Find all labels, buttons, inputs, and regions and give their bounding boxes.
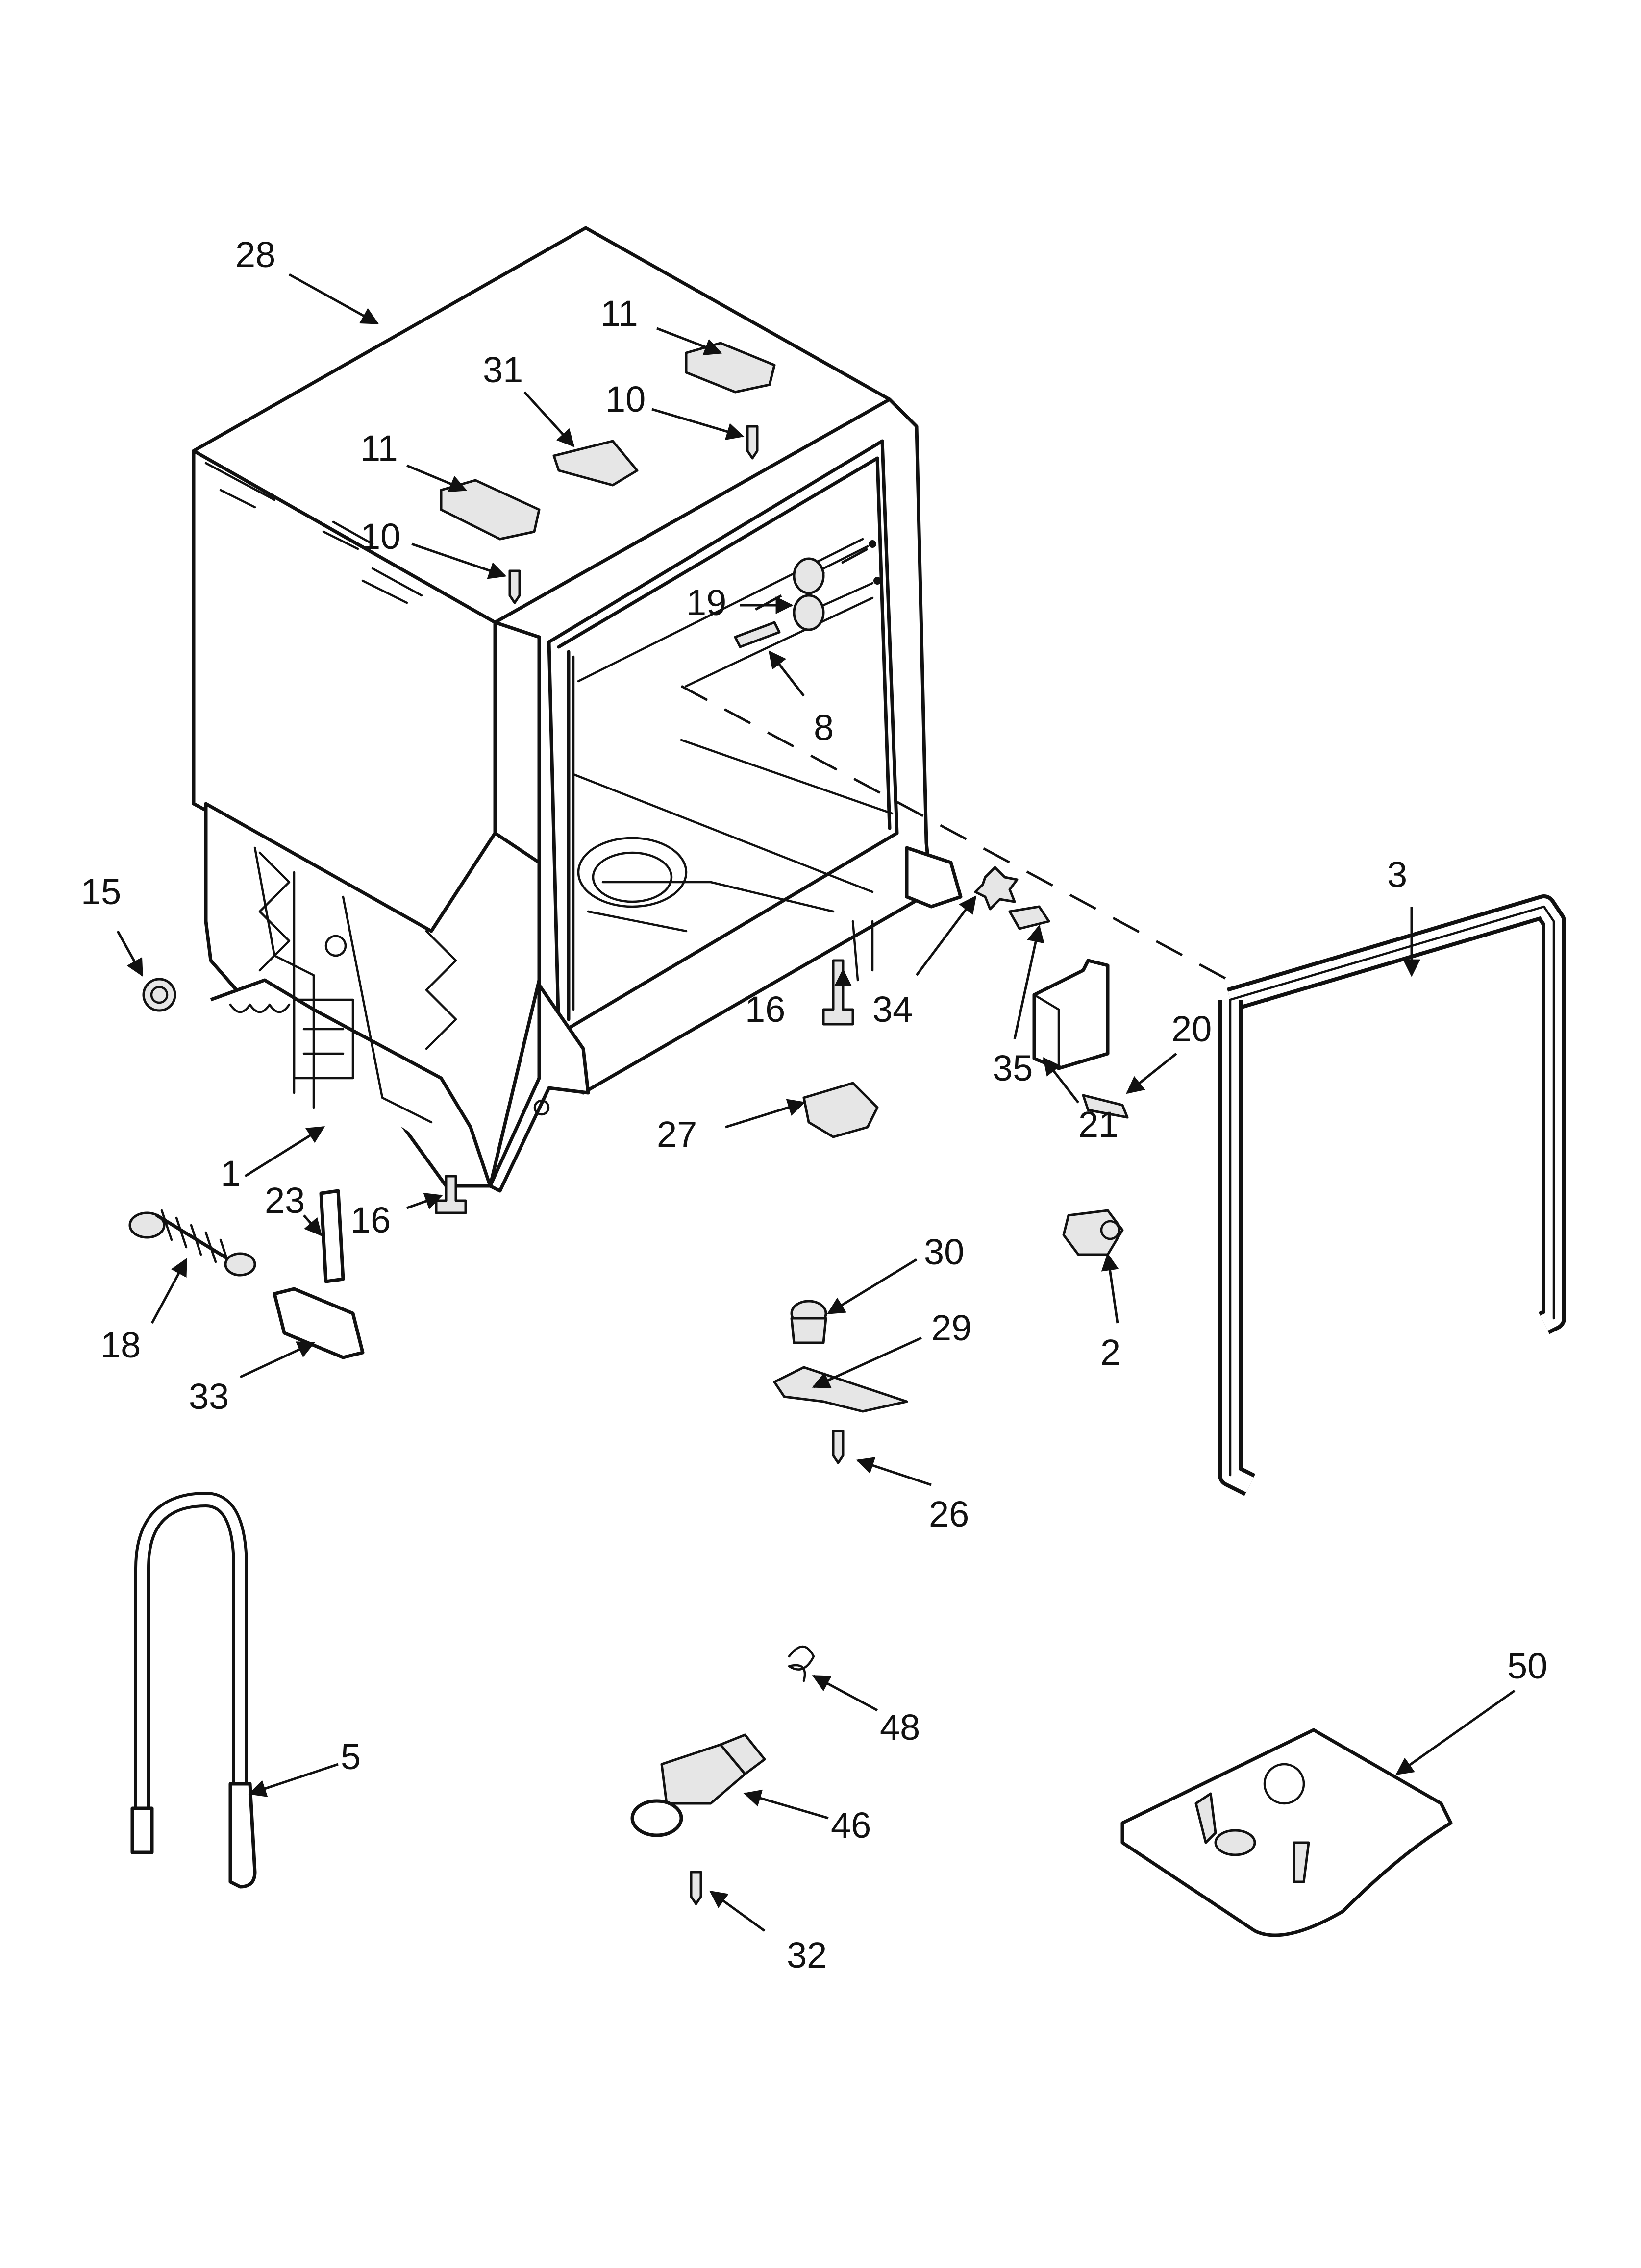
- clamp-2: [1062, 1209, 1124, 1256]
- callout-30: 30: [924, 1232, 964, 1272]
- callout-46: 46: [831, 1805, 871, 1846]
- callout-15: 15: [81, 871, 121, 912]
- screw-26: [832, 1430, 845, 1464]
- drain-hose-5: [130, 1491, 257, 1889]
- clamp-48: [788, 1645, 815, 1682]
- spring-18: [128, 1209, 256, 1277]
- cover-33: [273, 1287, 365, 1359]
- callout-8: 8: [814, 707, 834, 748]
- bracket-29: [773, 1366, 908, 1413]
- callout-34: 34: [872, 989, 913, 1030]
- callout-21: 21: [1078, 1104, 1119, 1145]
- clip-31: [552, 440, 639, 487]
- callout-32: 32: [787, 1935, 827, 1975]
- callout-3: 3: [1387, 854, 1407, 895]
- screw-10-top: [746, 425, 759, 460]
- screw-32: [690, 1871, 702, 1905]
- callout-11: 11: [600, 293, 638, 334]
- callout-5: 5: [341, 1736, 361, 1777]
- foot-16-a: [822, 959, 854, 1026]
- callout-28: 28: [235, 234, 275, 275]
- bracket-21: [1032, 959, 1110, 1070]
- callout-10: 10: [605, 379, 646, 419]
- callout-23: 23: [265, 1180, 305, 1221]
- callout-16: 16: [745, 989, 785, 1030]
- callout-29: 29: [931, 1307, 971, 1348]
- screw-10-left: [508, 569, 521, 604]
- rollers-19: [793, 540, 881, 631]
- sensor-30: [790, 1300, 827, 1344]
- callout-1: 1: [221, 1153, 241, 1194]
- parts-bag-50: [1120, 1728, 1453, 1937]
- plug-15: [142, 978, 176, 1012]
- callout-18: 18: [100, 1325, 141, 1365]
- valve-46: [630, 1733, 766, 1837]
- callout-16: 16: [350, 1200, 391, 1240]
- tub-assembly: [192, 226, 963, 1193]
- callout-10: 10: [360, 516, 400, 557]
- callout-31: 31: [483, 349, 523, 390]
- strip-23: [319, 1189, 345, 1283]
- callout-50: 50: [1507, 1646, 1547, 1686]
- callout-48: 48: [880, 1707, 920, 1748]
- clip-27: [802, 1082, 879, 1138]
- callout-26: 26: [929, 1494, 969, 1534]
- screw-8: [734, 621, 781, 648]
- bracket-11-left: [440, 479, 541, 541]
- callout-20: 20: [1171, 1009, 1212, 1049]
- callout-11: 11: [360, 428, 398, 468]
- door-gasket-3: [1218, 894, 1566, 1496]
- callout-2: 2: [1100, 1332, 1120, 1373]
- screw-20: [1082, 1094, 1129, 1119]
- callout-33: 33: [189, 1376, 229, 1417]
- callout-19: 19: [686, 582, 726, 623]
- callout-27: 27: [657, 1114, 697, 1155]
- alignment-line: [680, 685, 1275, 1006]
- screw-35: [1008, 905, 1050, 930]
- callout-35: 35: [993, 1048, 1033, 1088]
- callouts: 28 11 31 10 11 10 19 8 15 3 16 34 20 35 …: [81, 234, 1547, 1975]
- leader-lines: [116, 273, 1516, 1932]
- star-nut-34: [974, 866, 1019, 911]
